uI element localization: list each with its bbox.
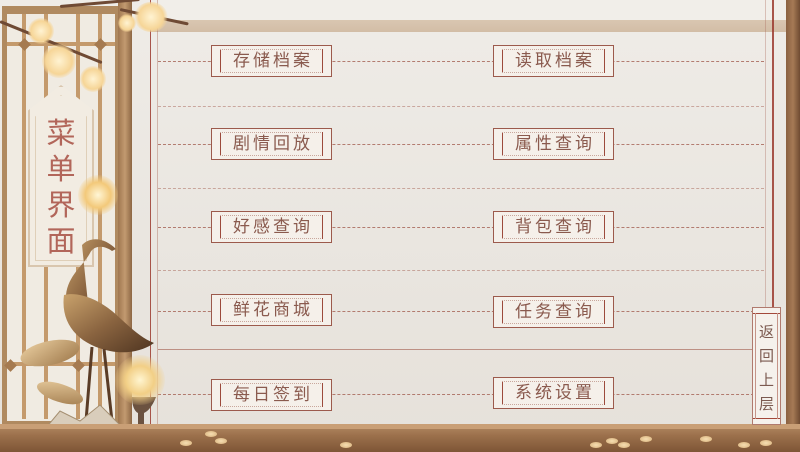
return-char: 上 [758,371,774,389]
coin-icon [738,442,750,448]
story-replay-button[interactable]: 剧情回放 [211,128,332,160]
menu-title: 菜 单 界 面 [28,115,94,259]
button-cap [502,49,605,50]
button-cap [502,215,605,216]
button-label: 属性查询 [515,133,595,154]
crane-icon [20,239,156,435]
button-cap [502,238,605,239]
button-cap [502,381,605,382]
plaque-rule [753,418,780,419]
menu-title-plaque: 菜 单 界 面 [28,85,94,267]
button-cap [220,215,323,216]
return-button[interactable]: 返 回 上 层 [752,307,781,425]
row-guide-line [158,144,764,145]
button-cap [502,300,605,301]
plum-blossom-icon [42,44,76,78]
daily-checkin-button[interactable]: 每日签到 [211,379,332,411]
divider-line [158,188,764,189]
button-cap [220,72,323,73]
left-margin-line-inner [157,0,158,425]
row-guide-line [158,227,764,228]
load-archive-button[interactable]: 读取档案 [493,45,614,77]
affection-query-button[interactable]: 好感查询 [211,211,332,243]
divider-line [158,349,764,350]
coin-icon [606,438,618,444]
save-archive-button[interactable]: 存储档案 [211,45,332,77]
button-label: 任务查询 [515,301,595,322]
button-cap [502,404,605,405]
return-char: 返 [758,323,774,341]
button-label: 剧情回放 [233,133,313,154]
button-cap [502,132,605,133]
coin-icon [618,442,630,448]
right-wood-frame [786,0,800,452]
inventory-query-button[interactable]: 背包查询 [493,211,614,243]
coin-icon [760,440,772,446]
lattice-bar [22,14,26,419]
plaque-side [777,313,778,419]
button-label: 鲜花商城 [233,299,313,320]
button-cap [220,383,323,384]
button-cap [220,321,323,322]
flower-shop-button[interactable]: 鲜花商城 [211,294,332,326]
button-cap [220,132,323,133]
plum-blossom-icon [134,2,168,32]
ledge-edge [0,424,800,429]
coin-icon [205,431,217,437]
return-label: 返 回 上 层 [753,320,780,416]
system-settings-button[interactable]: 系统设置 [493,377,614,409]
button-label: 每日签到 [233,384,313,405]
coin-icon [700,436,712,442]
row-guide-line [158,394,764,395]
button-cap [220,49,323,50]
coin-icon [180,440,192,446]
lattice-bar [98,14,102,419]
button-cap [220,298,323,299]
title-char: 单 [46,152,76,186]
top-paper-strip [150,0,790,20]
plum-blossom-icon [118,14,136,32]
lattice-bar [7,362,115,366]
coin-icon [340,442,352,448]
title-char: 面 [46,224,76,258]
title-char: 界 [46,188,76,222]
button-cap [502,155,605,156]
button-label: 好感查询 [233,216,313,237]
row-guide-line [158,311,764,312]
right-margin-line [772,0,774,425]
row-guide-line [158,61,764,62]
bottom-wood-ledge [0,424,800,452]
divider-line [158,270,764,271]
return-char: 层 [758,395,774,413]
button-cap [220,406,323,407]
plaque-rule [753,313,780,314]
right-margin-line-inner [765,0,766,425]
title-char: 菜 [46,116,76,150]
button-cap [502,323,605,324]
button-label: 读取档案 [515,50,595,71]
left-margin-line [150,0,151,425]
quest-query-button[interactable]: 任务查询 [493,296,614,328]
plaque-side [755,313,756,419]
coin-icon [215,438,227,444]
button-label: 系统设置 [515,382,595,403]
lamp-glow [115,355,165,405]
plaque-body [28,85,94,267]
top-decorative-band [150,20,790,32]
plum-blossom-icon [80,66,106,92]
button-label: 背包查询 [515,216,595,237]
coin-icon [590,442,602,448]
attribute-query-button[interactable]: 属性查询 [493,128,614,160]
button-label: 存储档案 [233,50,313,71]
button-cap [220,238,323,239]
return-char: 回 [758,347,774,365]
coin-icon [640,436,652,442]
plum-blossom-icon [28,18,54,44]
lotus-lamp-icon [78,175,118,215]
divider-line [158,106,764,107]
button-cap [502,72,605,73]
button-cap [220,155,323,156]
